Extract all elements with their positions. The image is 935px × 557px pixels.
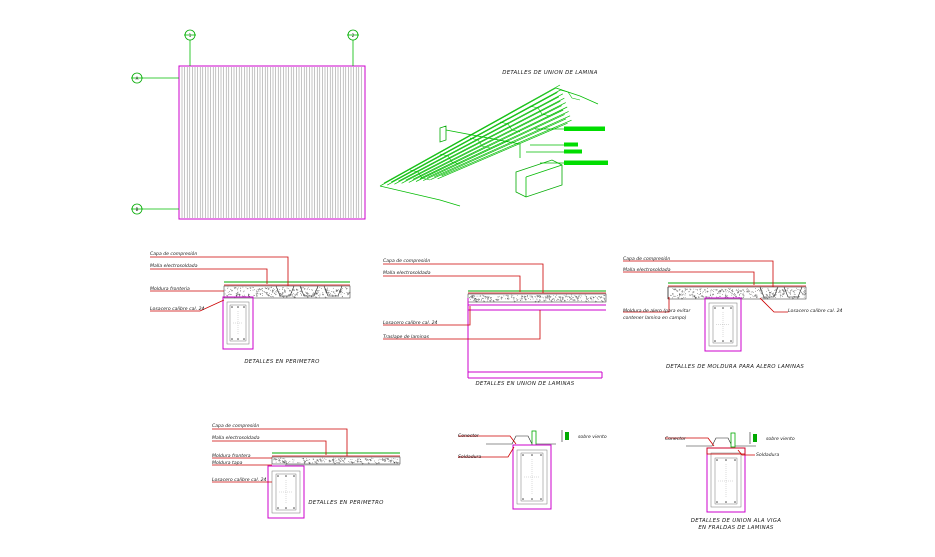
detail4-label-compresion: Capa de compresión	[212, 422, 259, 429]
detail4-concrete-slab	[271, 456, 401, 465]
detail6-title-line-1: DETALLES DE UNION ALA VIGA	[691, 518, 781, 524]
detail2-label-compresion: Capa de compresión	[383, 257, 430, 264]
detail5-steel-beam	[512, 444, 552, 510]
detail2-label-malla: Malla electrosoldada	[383, 270, 431, 276]
detail3-title: DETALLES DE MOLDURA PARA ALERO LAMINAS	[666, 364, 804, 370]
grid-marker-1-label: 1	[189, 33, 192, 38]
grid-marker-1: 1	[184, 29, 196, 41]
detail5-connector	[531, 430, 537, 446]
floor-plan-view: 1 2 A B	[131, 29, 366, 220]
detail-alero-molding: Capa de compresión Malla electrosoldada …	[623, 255, 843, 370]
detail3-label-compresion: Capa de compresión	[623, 255, 670, 262]
grid-marker-2: 2	[347, 29, 359, 41]
detail1-title: DETALLES EN PERIMETRO	[244, 359, 320, 365]
detail-connector-2: Conector Soldadura sobre viento DETALLES…	[665, 432, 795, 531]
detail4-steel-beam	[267, 465, 305, 519]
detail4-label-malla: Malla electrosoldada	[212, 435, 260, 441]
iso-label-bar	[564, 160, 608, 165]
detail-perimeter-1: Capa de compresión Malla electrosoldada …	[150, 250, 351, 365]
detail4-label-losacero: Losacero calibre cal. 24	[212, 477, 267, 483]
detail1-label-losacero: Losacero calibre cal. 24	[150, 306, 205, 312]
iso-support-beam	[515, 159, 563, 198]
detail2-label-traslape: Traslape de laminas	[383, 334, 430, 340]
detail3-concrete-slab	[667, 286, 807, 300]
detail-perimeter-2: Capa de compresión Malla electrosoldada …	[212, 422, 401, 519]
grid-marker-a-label: A	[136, 76, 139, 81]
detail6-connector	[730, 432, 736, 448]
detail1-steel-beam	[222, 296, 254, 350]
detail1-concrete-slab	[223, 285, 351, 299]
detail-deck-joint: Capa de compresión Malla electrosoldada …	[383, 257, 607, 387]
isometric-deck-view: DETALLES DE UNION DE LAMINA	[379, 70, 608, 207]
iso-label-bar	[564, 149, 582, 154]
detail2-title: DETALLES EN UNION DE LAMINAS	[475, 381, 574, 387]
detail3-label-malla: Malla electrosoldada	[623, 267, 671, 273]
detail5-deck-profile	[486, 435, 556, 445]
detail6-label-conector: Conector	[665, 436, 687, 442]
plan-deck-hatch	[181, 67, 362, 218]
detail6-label-soldadura: Soldadura	[756, 452, 779, 458]
detail6-viento-mark	[753, 434, 757, 442]
iso-connector	[439, 125, 447, 143]
iso-label-bar	[564, 126, 605, 131]
detail3-steel-beam	[704, 297, 742, 352]
grid-marker-2-label: 2	[352, 33, 355, 38]
grid-marker-a: A	[131, 72, 143, 84]
detail5-label-conector: Conector	[458, 433, 480, 439]
plan-slab-outline	[178, 65, 366, 220]
detail6-title-line-2: EN FRALDAS DE LAMINAS	[698, 525, 774, 531]
detail5-label-soldadura: Soldadura	[458, 454, 481, 460]
detail1-label-moldura: Moldura fronteria	[150, 286, 190, 292]
detail6-label-viento: sobre viento	[766, 436, 795, 442]
iso-label-bar	[564, 142, 578, 147]
detail3-label-losacero: Losacero calibre cal. 24	[788, 308, 843, 314]
detail3-label-moldura-2: contener lamina en campo)	[623, 315, 687, 321]
iso-title: DETALLES DE UNION DE LAMINA	[502, 70, 597, 76]
detail4-label-moldura-frontera: Moldura frontera	[212, 453, 251, 459]
grid-marker-b: B	[131, 203, 143, 215]
detail4-label-moldura-tapa: Moldura tapa	[212, 460, 243, 466]
detail5-viento-mark	[565, 432, 569, 440]
detail4-title: DETALLES EN PERIMETRO	[308, 500, 384, 506]
grid-marker-b-label: B	[136, 207, 139, 212]
detail3-label-moldura-1: Moldura de alero (para evitar	[623, 308, 691, 314]
detail1-label-malla: Malla electrosoldada	[150, 263, 198, 269]
detail5-label-viento: sobre viento	[578, 434, 607, 440]
detail6-deck-profile	[686, 437, 756, 447]
detail-connector-1: Conector Soldadura sobre viento	[458, 430, 607, 510]
detail2-label-losacero: Losacero calibre cal. 24	[383, 320, 438, 326]
detail1-label-compresion: Capa de compresión	[150, 250, 197, 257]
